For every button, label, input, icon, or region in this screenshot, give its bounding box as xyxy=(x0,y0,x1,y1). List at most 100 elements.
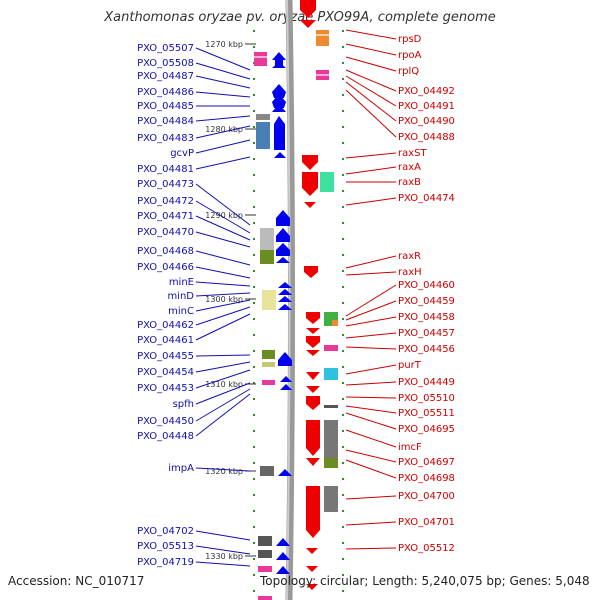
label-leader-line xyxy=(345,396,397,399)
label-leader-line xyxy=(195,91,251,98)
label-leader-line xyxy=(345,300,397,321)
gene-arrow xyxy=(280,384,292,390)
gene-label: PXO_04457 xyxy=(398,328,455,339)
right-gene-labels: rpsDrpoArplQPXO_04492PXO_04491PXO_04490P… xyxy=(398,34,455,554)
label-leader-line xyxy=(345,152,397,159)
gene-arrow xyxy=(276,566,290,574)
feature-block xyxy=(256,122,270,149)
right-label-leaders xyxy=(345,29,397,550)
gene-label: PXO_04470 xyxy=(137,227,194,238)
gene-arrow xyxy=(274,152,286,158)
genome-summary: Topology: circular; Length: 5,240,075 bp… xyxy=(260,574,590,588)
label-leader-line xyxy=(195,183,251,226)
feature-block xyxy=(262,350,275,359)
gene-arrow xyxy=(306,312,320,324)
feature-block xyxy=(254,52,267,66)
feature-block xyxy=(324,368,338,380)
gene-arrow xyxy=(272,52,286,66)
label-leader-line xyxy=(345,459,397,479)
label-leader-line xyxy=(345,166,397,175)
gene-label: PXO_04471 xyxy=(137,211,194,222)
feature-block xyxy=(324,420,338,458)
gene-arrow xyxy=(306,336,320,348)
gene-arrow xyxy=(278,469,292,476)
gene-label: PXO_04702 xyxy=(137,526,194,537)
label-leader-line xyxy=(345,56,397,72)
gene-label: PXO_04481 xyxy=(137,164,194,175)
feature-block xyxy=(260,466,274,476)
gene-arrow xyxy=(306,486,320,538)
gene-arrow xyxy=(278,296,292,302)
feature-block xyxy=(262,290,276,310)
feature-block xyxy=(324,486,338,512)
label-leader-line xyxy=(345,316,397,327)
feature-block xyxy=(258,566,272,572)
gene-label: PXO_04453 xyxy=(137,383,194,394)
gene-label: PXO_04473 xyxy=(137,179,194,190)
gene-label: impA xyxy=(168,463,194,474)
gene-label: PXO_04455 xyxy=(137,351,194,362)
label-leader-line xyxy=(195,313,251,341)
gene-arrow xyxy=(306,584,318,590)
gene-label: raxA xyxy=(398,162,421,173)
gene-label: raxH xyxy=(398,267,422,278)
label-leader-line xyxy=(195,306,251,326)
gene-arrow xyxy=(276,257,290,263)
label-leader-line xyxy=(345,412,397,430)
label-leader-line xyxy=(195,156,251,170)
gene-arrow xyxy=(302,172,318,196)
feature-block xyxy=(260,250,274,264)
kbp-tick-label: 1280 kbp xyxy=(205,125,243,134)
genome-backbone xyxy=(285,0,295,600)
gene-label: PXO_04459 xyxy=(398,296,455,307)
label-leader-line xyxy=(345,332,397,339)
label-leader-line xyxy=(195,215,251,241)
feature-block xyxy=(262,380,275,385)
gene-label: rpoA xyxy=(398,50,422,61)
gene-label: PXO_04701 xyxy=(398,517,455,528)
gene-arrow xyxy=(276,243,290,256)
gene-arrow xyxy=(306,386,320,393)
gene-label: rpsD xyxy=(398,34,422,45)
label-leader-line xyxy=(195,467,251,472)
label-leader-line xyxy=(195,139,251,154)
gene-arrow xyxy=(302,155,318,170)
label-leader-line xyxy=(195,545,251,555)
kbp-tick-label: 1270 kbp xyxy=(205,40,243,49)
gene-label: PXO_05513 xyxy=(137,541,194,552)
forward-features xyxy=(254,52,276,600)
gene-arrow xyxy=(278,304,292,310)
gene-label: PXO_05508 xyxy=(137,58,194,69)
feature-block xyxy=(258,536,272,546)
feature-block xyxy=(320,172,334,192)
gene-label: raxR xyxy=(398,251,421,262)
gene-label: PXO_04483 xyxy=(137,133,194,144)
label-leader-line xyxy=(345,449,397,463)
gene-arrow xyxy=(276,210,290,226)
label-leader-line xyxy=(195,266,251,279)
gene-label: PXO_04484 xyxy=(137,116,194,127)
feature-block xyxy=(262,362,275,367)
map-title: Xanthomonas oryzae pv. oryzae PXO99A, co… xyxy=(104,10,496,25)
gene-label: PXO_04700 xyxy=(398,491,455,502)
label-leader-line xyxy=(195,382,251,405)
gene-label: purT xyxy=(398,360,422,371)
gene-arrow xyxy=(306,328,320,334)
gene-label: imcF xyxy=(398,442,422,453)
label-leader-line xyxy=(345,29,397,40)
label-leader-line xyxy=(195,393,251,437)
gene-label: PXO_04487 xyxy=(137,71,194,82)
kbp-tick-label: 1320 kbp xyxy=(205,467,243,476)
gene-label: PXO_04466 xyxy=(137,262,194,273)
label-leader-line xyxy=(345,69,397,92)
feature-block xyxy=(332,320,338,326)
label-leader-line xyxy=(195,62,251,80)
feature-block xyxy=(258,596,272,600)
gene-label: PXO_05511 xyxy=(398,408,455,419)
gene-label: spfh xyxy=(173,399,194,410)
gene-arrow xyxy=(278,289,292,295)
gene-arrow xyxy=(300,0,316,18)
gene-arrow xyxy=(306,396,320,410)
gene-label: PXO_04485 xyxy=(137,101,194,112)
